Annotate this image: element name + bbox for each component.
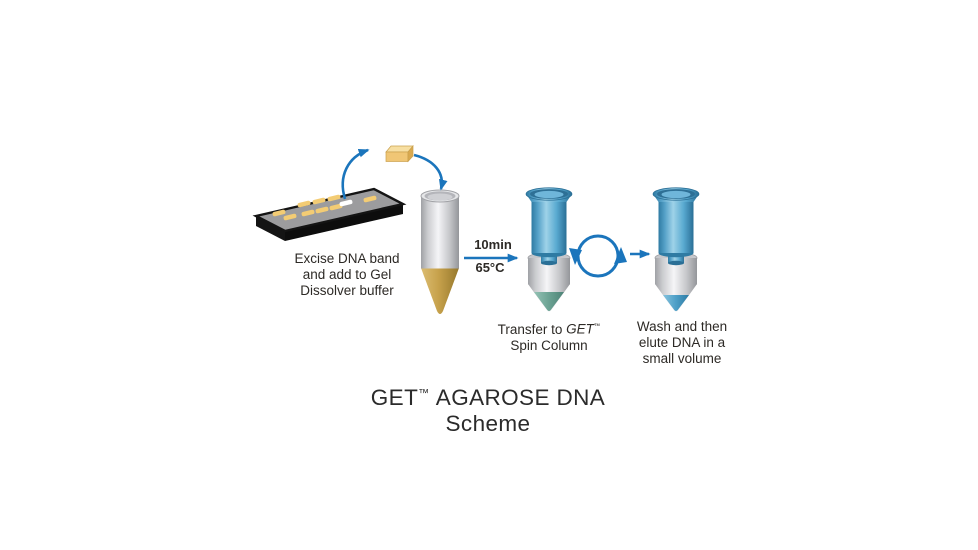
column-opening-inner: [661, 190, 691, 199]
title-trademark-symbol: ™: [418, 387, 430, 400]
excised-gel-slice: [385, 145, 414, 163]
excise-label-line3: Dissolver buffer: [300, 283, 394, 298]
gel-band: [272, 209, 286, 217]
rotate-arrowhead-left: [569, 248, 582, 265]
column-outlet-nub: [541, 252, 557, 263]
nub-bottom: [541, 260, 557, 266]
column-tip-teal: [534, 292, 564, 311]
incubation-duration-label: 10min: [474, 237, 512, 252]
gel-band: [329, 203, 343, 211]
column-outlet-nub: [668, 252, 684, 263]
gel-band: [301, 209, 315, 217]
curved-arrow-up-icon: [341, 148, 370, 200]
gel-side-left: [256, 216, 285, 241]
gel-excised-slot: [339, 199, 353, 207]
transfer-prefix: Transfer to: [497, 321, 563, 337]
agarose-gel: [252, 187, 407, 241]
title-rest: AGAROSE DNA Scheme: [435, 385, 606, 436]
curved-arrow-down-icon: [413, 153, 448, 191]
incubation-temperature-label: 65°C: [475, 260, 505, 275]
gel-band: [312, 197, 326, 205]
rotate-arrowhead-right: [614, 247, 627, 264]
spin-column-1: [525, 187, 573, 312]
gel-band: [327, 194, 341, 202]
wash-label-line2: elute DNA in a: [638, 335, 726, 350]
gel-band: [363, 195, 377, 203]
rotate-arrows-icon: [569, 234, 627, 278]
transfer-label-line2: Spin Column: [510, 337, 588, 353]
excise-label: Excise DNA band and add to Gel Dissolver…: [281, 251, 413, 299]
gel-bands: [272, 194, 377, 221]
wash-label-line3: small volume: [642, 351, 722, 366]
gel-band: [297, 200, 311, 208]
column-body-blue: [531, 200, 567, 253]
title-product-name: GET: [370, 385, 419, 410]
gel-band: [283, 213, 297, 221]
tube-body: [421, 196, 459, 269]
transfer-product-name: GET: [566, 321, 594, 337]
wash-label-line1: Wash and then: [636, 319, 728, 334]
slice-front: [385, 151, 409, 162]
dissolver-tube: [420, 189, 460, 314]
spin-column-2: [652, 187, 700, 312]
tube-opening-inner: [427, 193, 453, 201]
slice-side: [407, 145, 414, 163]
nub-bottom: [668, 260, 684, 266]
column-opening-inner: [534, 190, 564, 199]
wash-elute-label: Wash and then elute DNA in a small volum…: [621, 319, 743, 367]
gel-side-front: [285, 204, 403, 241]
trademark-symbol: ™: [593, 323, 601, 330]
gel-band: [315, 206, 329, 214]
excise-label-line1: Excise DNA band: [294, 251, 400, 266]
column-tip-blue: [663, 295, 689, 311]
tube-cone-tan: [421, 268, 459, 314]
diagram-title: GET™ AGAROSE DNA Scheme: [327, 385, 649, 437]
excise-label-line2: and add to Gel: [302, 267, 392, 282]
column-body-blue: [658, 200, 694, 253]
